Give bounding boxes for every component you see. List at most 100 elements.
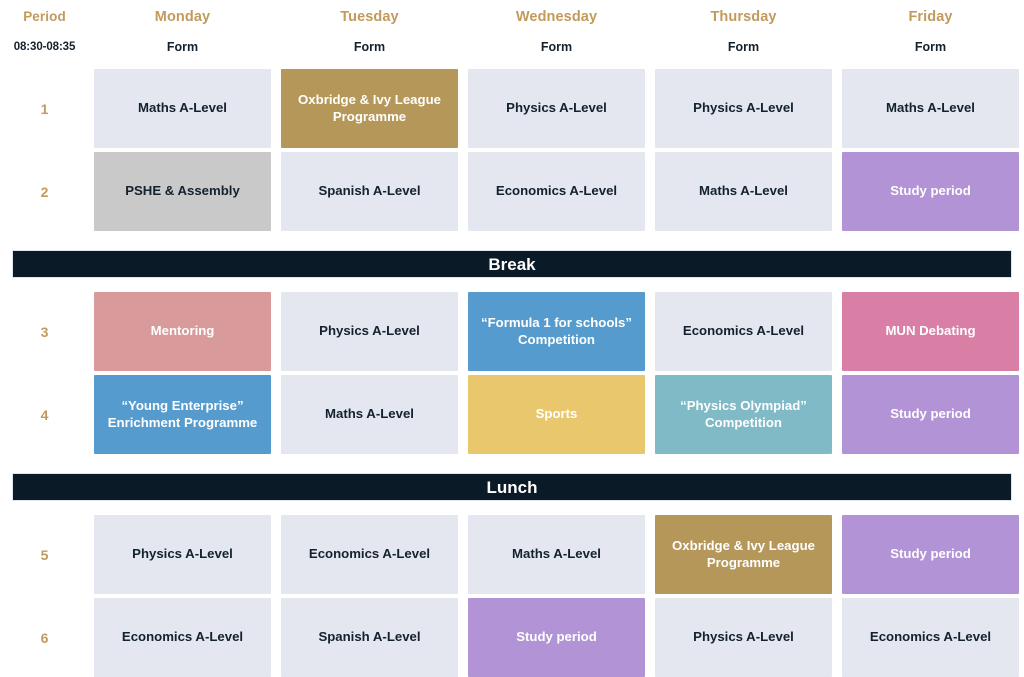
lesson-cell-tuesday-period-4[interactable]: Maths A-Level <box>281 375 458 454</box>
cell-wrap-friday-p4: Study period <box>837 375 1024 454</box>
spacer-after-header <box>0 61 1024 69</box>
cell-wrap-friday-p5: Study period <box>837 515 1024 594</box>
lesson-cell-wednesday-period-3[interactable]: “Formula 1 for schools” Competition <box>468 292 645 371</box>
lesson-label: Oxbridge & Ivy League Programme <box>298 92 441 124</box>
lesson-label: Physics A-Level <box>506 100 607 116</box>
day-header-wednesday: Wednesday <box>515 8 598 25</box>
lesson-cell-tuesday-period-6[interactable]: Spanish A-Level <box>281 598 458 677</box>
lesson-label: Study period <box>890 183 971 199</box>
lesson-label: Spanish A-Level <box>318 183 421 199</box>
cell-wrap-monday-p3: Mentoring <box>89 292 276 371</box>
lesson-cell-thursday-period-1[interactable]: Physics A-Level <box>655 69 832 148</box>
lunch-banner: Lunch <box>12 473 1012 501</box>
form-cell-friday: Form <box>914 40 947 54</box>
lesson-label: Spanish A-Level <box>318 629 421 645</box>
lesson-cell-tuesday-period-1[interactable]: Oxbridge & Ivy League Programme <box>281 69 458 148</box>
lesson-label: PSHE & Assembly <box>125 183 240 199</box>
period-number-4: 4 <box>40 406 49 423</box>
cell-wrap-monday-p1: Maths A-Level <box>89 69 276 148</box>
timetable-row-period-5: 5 Physics A-Level Economics A-Level Maths A… <box>0 515 1024 594</box>
lesson-label: Physics A-Level <box>693 100 794 116</box>
lesson-label: Economics A-Level <box>308 546 431 562</box>
lesson-label: Maths A-Level <box>138 100 227 116</box>
cell-wrap-wednesday-p3: “Formula 1 for schools” Competition <box>463 292 650 371</box>
form-cell-wednesday: Form <box>540 40 573 54</box>
lesson-cell-thursday-period-5[interactable]: Oxbridge & Ivy League Programme <box>655 515 832 594</box>
cell-wrap-thursday-p6: Physics A-Level <box>650 598 837 677</box>
cell-wrap-wednesday-p5: Maths A-Level <box>463 515 650 594</box>
lesson-label: Study period <box>890 406 971 422</box>
cell-wrap-friday-p1: Maths A-Level <box>837 69 1024 148</box>
lesson-cell-thursday-period-4[interactable]: “Physics Olympiad” Competition <box>655 375 832 454</box>
lesson-label: Maths A-Level <box>325 406 414 422</box>
lesson-cell-tuesday-period-2[interactable]: Spanish A-Level <box>281 152 458 231</box>
lesson-cell-thursday-period-6[interactable]: Physics A-Level <box>655 598 832 677</box>
cell-wrap-monday-p6: Economics A-Level <box>89 598 276 677</box>
lesson-label: Mentoring <box>150 323 215 339</box>
cell-wrap-wednesday-p4: Sports <box>463 375 650 454</box>
lesson-label: Physics A-Level <box>319 323 420 339</box>
cell-wrap-tuesday-p4: Maths A-Level <box>276 375 463 454</box>
lesson-cell-monday-period-4[interactable]: “Young Enterprise” Enrichment Programme <box>94 375 271 454</box>
lesson-cell-wednesday-period-6[interactable]: Study period <box>468 598 645 677</box>
lesson-cell-monday-period-1[interactable]: Maths A-Level <box>94 69 271 148</box>
cell-wrap-friday-p2: Study period <box>837 152 1024 231</box>
cell-wrap-thursday-p4: “Physics Olympiad” Competition <box>650 375 837 454</box>
cell-wrap-tuesday-p6: Spanish A-Level <box>276 598 463 677</box>
timetable-row-period-4: 4 “Young Enterprise” Enrichment Programme… <box>0 375 1024 454</box>
cell-wrap-tuesday-p5: Economics A-Level <box>276 515 463 594</box>
lesson-cell-friday-period-4[interactable]: Study period <box>842 375 1019 454</box>
lesson-cell-thursday-period-3[interactable]: Economics A-Level <box>655 292 832 371</box>
lesson-cell-friday-period-2[interactable]: Study period <box>842 152 1019 231</box>
break-banner: Break <box>12 250 1012 278</box>
cell-wrap-thursday-p3: Economics A-Level <box>650 292 837 371</box>
lesson-label: “Formula 1 for schools” Competition <box>481 315 632 347</box>
lesson-cell-tuesday-period-5[interactable]: Economics A-Level <box>281 515 458 594</box>
lesson-cell-wednesday-period-1[interactable]: Physics A-Level <box>468 69 645 148</box>
cell-wrap-tuesday-p1: Oxbridge & Ivy League Programme <box>276 69 463 148</box>
day-header-thursday: Thursday <box>710 8 777 25</box>
cell-wrap-monday-p4: “Young Enterprise” Enrichment Programme <box>89 375 276 454</box>
period-number-2: 2 <box>40 183 49 200</box>
cell-wrap-wednesday-p2: Economics A-Level <box>463 152 650 231</box>
cell-wrap-thursday-p2: Maths A-Level <box>650 152 837 231</box>
lesson-label: Economics A-Level <box>495 183 618 199</box>
lesson-cell-monday-period-2[interactable]: PSHE & Assembly <box>94 152 271 231</box>
lesson-label: Maths A-Level <box>886 100 975 116</box>
timetable-row-period-6: 6 Economics A-Level Spanish A-Level Study p… <box>0 598 1024 677</box>
form-time-label: 08:30-08:35 <box>13 41 76 53</box>
lesson-cell-friday-period-1[interactable]: Maths A-Level <box>842 69 1019 148</box>
lesson-label: Study period <box>890 546 971 562</box>
timetable-header-form: 08:30-08:35 Form Form Form Form Form <box>0 33 1024 61</box>
lesson-cell-friday-period-6[interactable]: Economics A-Level <box>842 598 1019 677</box>
lesson-cell-friday-period-5[interactable]: Study period <box>842 515 1019 594</box>
period-column-header: Period <box>23 9 66 24</box>
lesson-label: Physics A-Level <box>132 546 233 562</box>
form-cell-thursday: Form <box>727 40 760 54</box>
lesson-cell-monday-period-5[interactable]: Physics A-Level <box>94 515 271 594</box>
lesson-cell-monday-period-6[interactable]: Economics A-Level <box>94 598 271 677</box>
lesson-label: Study period <box>516 629 597 645</box>
cell-wrap-thursday-p1: Physics A-Level <box>650 69 837 148</box>
lesson-cell-tuesday-period-3[interactable]: Physics A-Level <box>281 292 458 371</box>
cell-wrap-tuesday-p3: Physics A-Level <box>276 292 463 371</box>
lesson-label: “Physics Olympiad” Competition <box>680 398 807 430</box>
period-number-6: 6 <box>40 629 49 646</box>
cell-wrap-friday-p3: MUN Debating <box>837 292 1024 371</box>
lesson-cell-wednesday-period-4[interactable]: Sports <box>468 375 645 454</box>
lesson-label: Physics A-Level <box>693 629 794 645</box>
period-number-5: 5 <box>40 546 49 563</box>
lesson-label: Economics A-Level <box>121 629 244 645</box>
lesson-cell-wednesday-period-2[interactable]: Economics A-Level <box>468 152 645 231</box>
break-banner-container: Break <box>0 250 1024 278</box>
lesson-cell-friday-period-3[interactable]: MUN Debating <box>842 292 1019 371</box>
lesson-label: Sports <box>535 406 578 422</box>
lesson-cell-monday-period-3[interactable]: Mentoring <box>94 292 271 371</box>
lesson-cell-thursday-period-2[interactable]: Maths A-Level <box>655 152 832 231</box>
lesson-cell-wednesday-period-5[interactable]: Maths A-Level <box>468 515 645 594</box>
lesson-label: Economics A-Level <box>682 323 805 339</box>
